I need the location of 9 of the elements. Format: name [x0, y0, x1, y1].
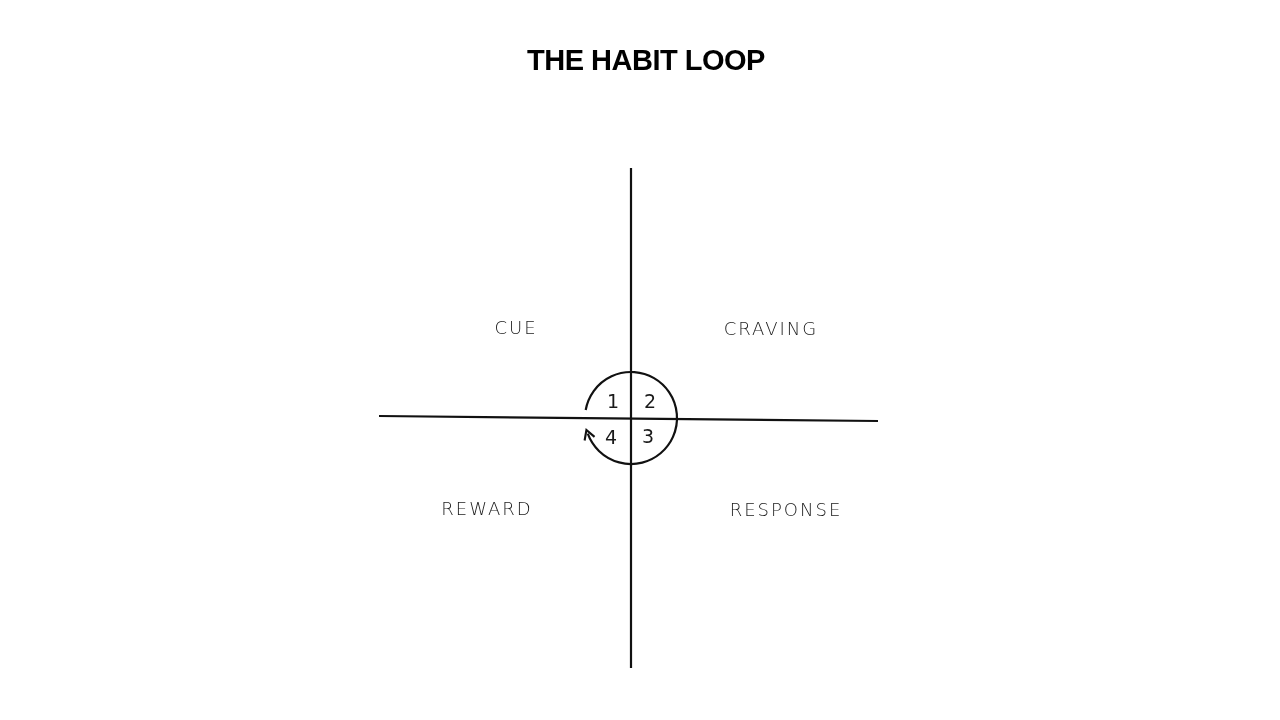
quadrant-label: RESPONSE [729, 498, 843, 520]
step-number: 2 [643, 390, 657, 412]
step-number: 4 [604, 426, 618, 448]
step-number: 1 [606, 390, 620, 412]
title: THE HABIT LOOP [527, 43, 765, 77]
step-number: 3 [641, 425, 655, 447]
quadrant-label: CRAVING [723, 317, 819, 339]
quadrant-label: CUE [494, 316, 538, 338]
quadrant-label: REWARD [441, 497, 533, 519]
